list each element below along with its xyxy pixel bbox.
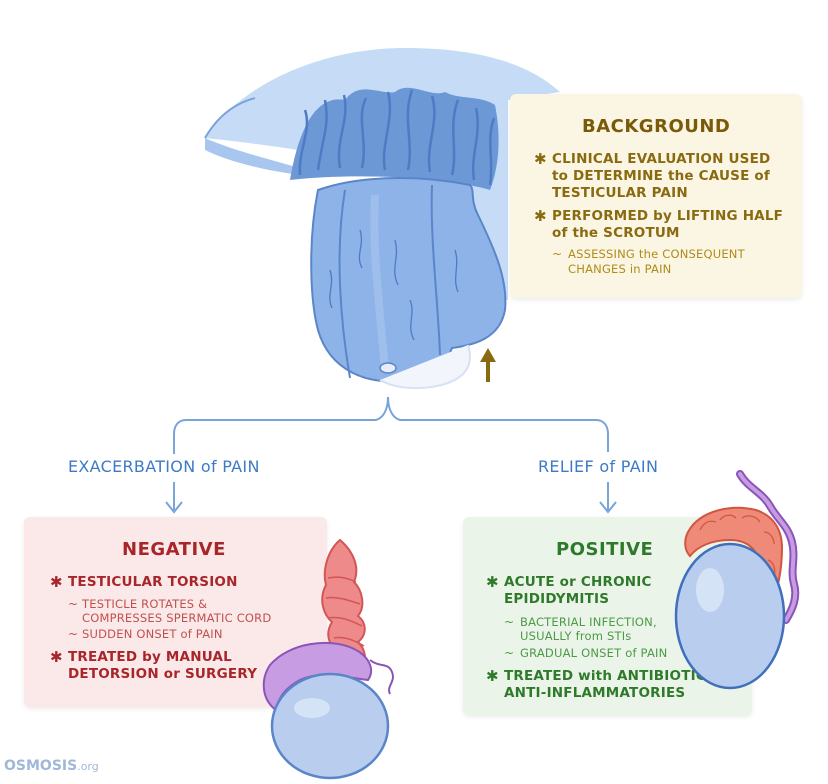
logo-brand: OSMOSIS bbox=[4, 758, 78, 774]
sub-bullet-tilde-icon: ~ bbox=[504, 615, 515, 629]
ghost-outline bbox=[379, 344, 471, 389]
sub-bullet-tilde-icon: ~ bbox=[504, 646, 515, 660]
positive-item-1-line-1: ACUTE or CHRONIC bbox=[504, 574, 652, 590]
bullet-star-icon: ✱ bbox=[534, 150, 547, 168]
negative-title: NEGATIVE bbox=[122, 539, 226, 560]
positive-title: POSITIVE bbox=[556, 539, 654, 560]
positive-sub-2: GRADUAL ONSET of PAIN bbox=[520, 646, 668, 660]
positive-sub-1-line-1: BACTERIAL INFECTION, bbox=[520, 615, 657, 629]
background-bullet-2-line-1: PERFORMED by LIFTING HALF bbox=[552, 208, 784, 224]
background-bullet-1-line-1: CLINICAL EVALUATION USED bbox=[552, 151, 771, 167]
sub-bullet-tilde-icon: ~ bbox=[68, 597, 79, 611]
negative-sub-2: SUDDEN ONSET of PAIN bbox=[82, 627, 223, 641]
background-sub-line-2: CHANGES in PAIN bbox=[568, 262, 672, 276]
logo-suffix: .org bbox=[77, 760, 99, 773]
background-bullet-1-line-2: to DETERMINE the CAUSE of bbox=[552, 168, 770, 184]
negative-item-2-line-2: DETORSION or SURGERY bbox=[68, 666, 258, 682]
background-card bbox=[510, 94, 802, 298]
negative-sub-1-line-1: TESTICLE ROTATES & bbox=[82, 597, 208, 611]
background-sub-line-1: ASSESSING the CONSEQUENT bbox=[568, 247, 745, 261]
testicle bbox=[674, 542, 786, 690]
bullet-star-icon: ✱ bbox=[486, 667, 499, 685]
branch-left-label: EXACERBATION of PAIN bbox=[68, 457, 260, 476]
background-bullet-2-line-2: of the SCROTUM bbox=[552, 225, 680, 241]
epididymitis-testicle-illustration bbox=[674, 470, 800, 690]
tree-connector bbox=[173, 396, 389, 454]
positive-sub-1-line-2: USUALLY from STIs bbox=[520, 629, 632, 643]
negative-item-2-line-1: TREATED by MANUAL bbox=[68, 649, 232, 665]
bullet-star-icon: ✱ bbox=[50, 573, 63, 591]
sub-bullet-tilde-icon: ~ bbox=[552, 247, 563, 261]
branch-right-label: RELIEF of PAIN bbox=[538, 457, 659, 476]
scrotum bbox=[310, 177, 507, 382]
positive-item-2-line-1: TREATED with ANTIBIOTICS & bbox=[504, 668, 733, 684]
sub-bullet-tilde-icon: ~ bbox=[68, 627, 79, 641]
positive-item-1-line-2: EPIDIDYMITIS bbox=[504, 591, 610, 607]
testicle bbox=[270, 672, 390, 780]
bullet-star-icon: ✱ bbox=[534, 207, 547, 225]
background-title: BACKGROUND bbox=[582, 116, 731, 137]
negative-item-1: TESTICULAR TORSION bbox=[68, 574, 238, 590]
pubic-hair bbox=[290, 87, 499, 190]
bullet-star-icon: ✱ bbox=[50, 648, 63, 666]
torsion-testicle-illustration bbox=[262, 538, 394, 780]
negative-sub-1-line-2: COMPRESSES SPERMATIC CORD bbox=[82, 611, 272, 625]
positive-item-2-line-2: ANTI-INFLAMMATORIES bbox=[504, 685, 686, 701]
osmosis-logo: OSMOSIS.org bbox=[4, 758, 99, 774]
background-bullet-1-line-3: TESTICULAR PAIN bbox=[552, 185, 688, 201]
bullet-star-icon: ✱ bbox=[486, 573, 499, 591]
